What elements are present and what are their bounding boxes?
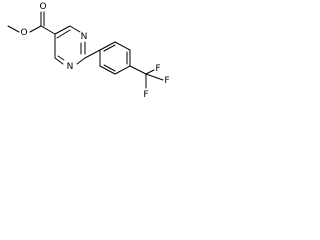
bond-ester-single <box>29 25 42 33</box>
bond-ph-2 <box>114 41 131 51</box>
bond-ph-5-inner <box>103 64 116 72</box>
bond-methyl <box>7 25 20 33</box>
chemical-structure-diagram: O O N N F F F <box>0 0 176 110</box>
bond-ring-4 <box>76 57 86 65</box>
atom-oxygen-ester: O <box>20 28 27 38</box>
atom-nitrogen-2: N <box>67 62 74 72</box>
bond-ring-5 <box>54 57 64 65</box>
bond-ring-1 <box>54 25 71 35</box>
bond-ph-1-inner <box>103 44 116 52</box>
atom-nitrogen-1: N <box>81 32 88 42</box>
bond-ph-1 <box>99 41 116 51</box>
bond-ester-ring <box>40 25 56 35</box>
bond-ph-5 <box>99 65 116 75</box>
atom-labels: O O N N F F F <box>20 2 169 100</box>
atom-oxygen-carbonyl: O <box>39 2 46 12</box>
bond-pyrimidine-phenyl <box>84 49 101 59</box>
canvas-background <box>0 0 176 110</box>
bond-ring-2 <box>69 25 81 33</box>
bond-cf-top <box>145 69 155 75</box>
bond-ring-5-inner <box>57 55 65 61</box>
bond-ring-1-inner <box>56 29 71 39</box>
atom-fluorine-top: F <box>155 64 160 74</box>
bond-phenyl-cf3 <box>129 65 147 75</box>
atom-fluorine-right: F <box>164 76 169 86</box>
atom-fluorine-bottom: F <box>143 90 148 100</box>
bonds <box>7 11 164 89</box>
bond-cf-right <box>145 73 164 81</box>
bond-ph-4 <box>114 65 131 75</box>
